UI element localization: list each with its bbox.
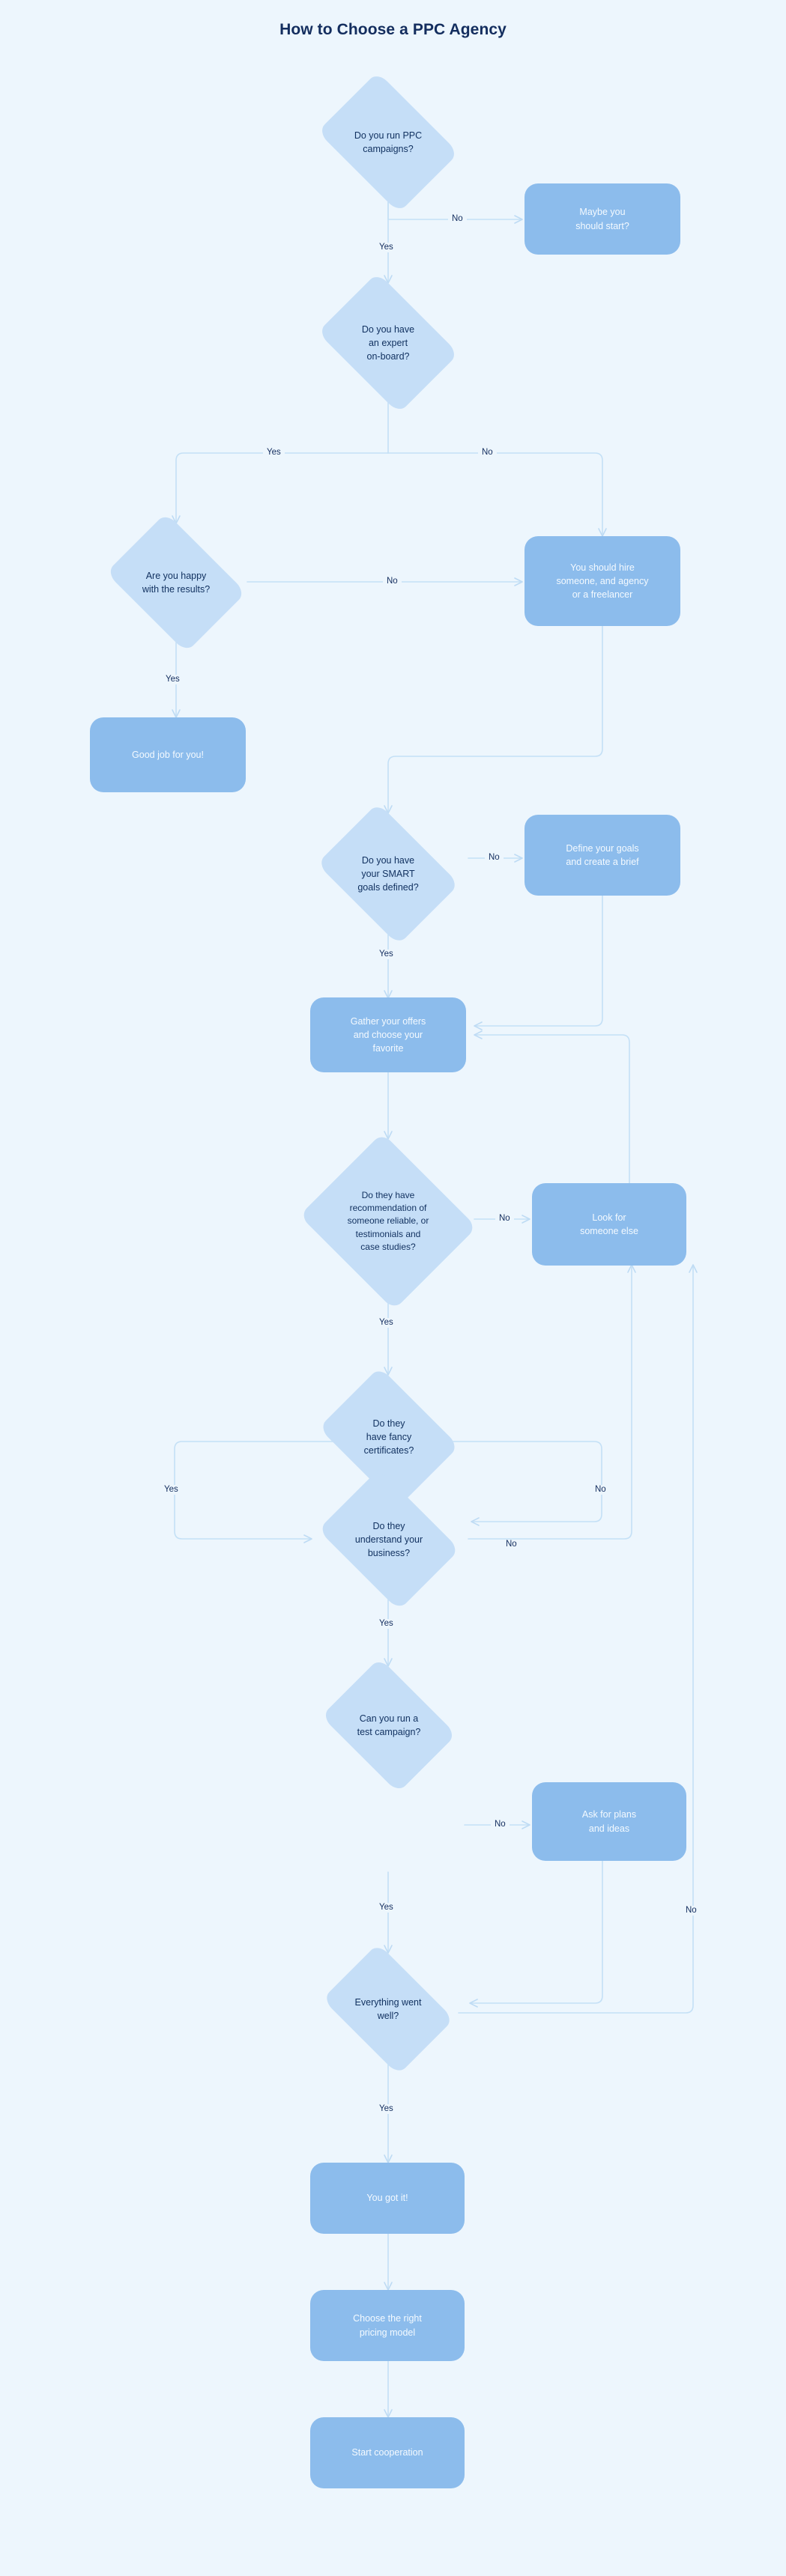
node-label: Define your goals and create a brief [566, 842, 639, 867]
edge-label-n4-no: No [383, 577, 402, 586]
node-good-job-for-you[interactable]: Good job for you! [90, 717, 246, 792]
node-label: Do you run PPC campaigns? [354, 130, 423, 154]
edge-label-n13-no: No [502, 1540, 521, 1549]
node-label: Good job for you! [132, 749, 204, 760]
node-label: Do they understand your business? [354, 1520, 423, 1559]
node-label: Are you happy with the results? [142, 570, 211, 595]
node-label: Do they have recommendation of someone r… [347, 1189, 429, 1253]
edge-label-n7-yes: Yes [375, 950, 397, 959]
node-label: Maybe you should start? [575, 207, 629, 231]
edge-label-n10-yes: Yes [375, 1318, 397, 1328]
edge-label-n10-no: No [495, 1214, 514, 1224]
node-label: You got it! [366, 2193, 408, 2204]
node-define-your-goals-and-create-a-brief[interactable]: Define your goals and create a brief [524, 815, 680, 896]
edge-label-n13-yes: Yes [375, 1619, 397, 1629]
node-you-should-hire-someone[interactable]: You should hire someone, and agency or a… [524, 536, 680, 626]
node-everything-went-well[interactable]: Everything went well? [310, 1943, 466, 2075]
node-label: Ask for plans and ideas [581, 1809, 637, 1834]
edge-label-n3-no: No [478, 448, 497, 458]
edge-label-n1-no: No [448, 214, 467, 224]
node-choose-the-right-pricing-model[interactable]: Choose the right pricing model [310, 2290, 465, 2361]
edge-label-n7-no: No [485, 853, 504, 863]
edge-label-n4-yes: Yes [162, 675, 184, 684]
node-look-for-someone-else[interactable]: Look for someone else [532, 1183, 686, 1266]
node-label: Gather your offers and choose your favor… [350, 1015, 426, 1054]
page-title: How to Choose a PPC Agency [279, 21, 507, 38]
node-label: Do you have an expert on-board? [361, 323, 415, 362]
node-label: Do they have fancy certificates? [363, 1418, 414, 1456]
node-label: Can you run a test campaign? [357, 1713, 421, 1737]
node-label: Choose the right pricing model [353, 2313, 422, 2338]
edge-label-n3-yes: Yes [263, 448, 285, 458]
edge-label-n1-yes: Yes [375, 243, 397, 252]
node-do-they-have-fancy-certificates[interactable]: Do they have fancy certificates? [310, 1367, 468, 1507]
node-start-cooperation[interactable]: Start cooperation [310, 2417, 465, 2488]
edge-label-n12-yes: Yes [160, 1485, 182, 1495]
node-do-you-run-ppc-campaigns[interactable]: Do you run PPC campaigns? [307, 71, 469, 213]
edge-label-n16-yes: Yes [375, 2104, 397, 2114]
edge-label-n14-no: No [491, 1820, 510, 1829]
node-label: Start cooperation [351, 2447, 423, 2458]
node-do-you-have-your-smart-goals-defined[interactable]: Do you have your SMART goals defined? [307, 802, 469, 946]
node-do-you-have-an-expert-on-board[interactable]: Do you have an expert on-board? [307, 272, 469, 414]
node-maybe-you-should-start[interactable]: Maybe you should start? [524, 183, 680, 255]
node-gather-your-offers-and-choose-favorite[interactable]: Gather your offers and choose your favor… [310, 997, 466, 1072]
node-do-they-have-recommendation-testimonials-case-studies[interactable]: Do they have recommendation of someone r… [294, 1132, 483, 1310]
edge-label-n16-no: No [682, 1906, 701, 1916]
node-are-you-happy-with-the-results[interactable]: Are you happy with the results? [96, 512, 256, 653]
node-label: Do you have your SMART goals defined? [357, 854, 419, 893]
node-do-they-understand-your-business[interactable]: Do they understand your business? [309, 1468, 469, 1611]
edge-label-n14-yes: Yes [375, 1903, 397, 1913]
node-label: Everything went well? [354, 1996, 422, 2021]
node-label: Look for someone else [580, 1212, 638, 1236]
node-can-you-run-a-test-campaign[interactable]: Can you run a test campaign? [312, 1657, 466, 1793]
node-ask-for-plans-and-ideas[interactable]: Ask for plans and ideas [532, 1782, 686, 1861]
node-label: You should hire someone, and agency or a… [556, 562, 649, 601]
edge-label-n12-no: No [591, 1485, 610, 1495]
node-you-got-it[interactable]: You got it! [310, 2163, 465, 2234]
